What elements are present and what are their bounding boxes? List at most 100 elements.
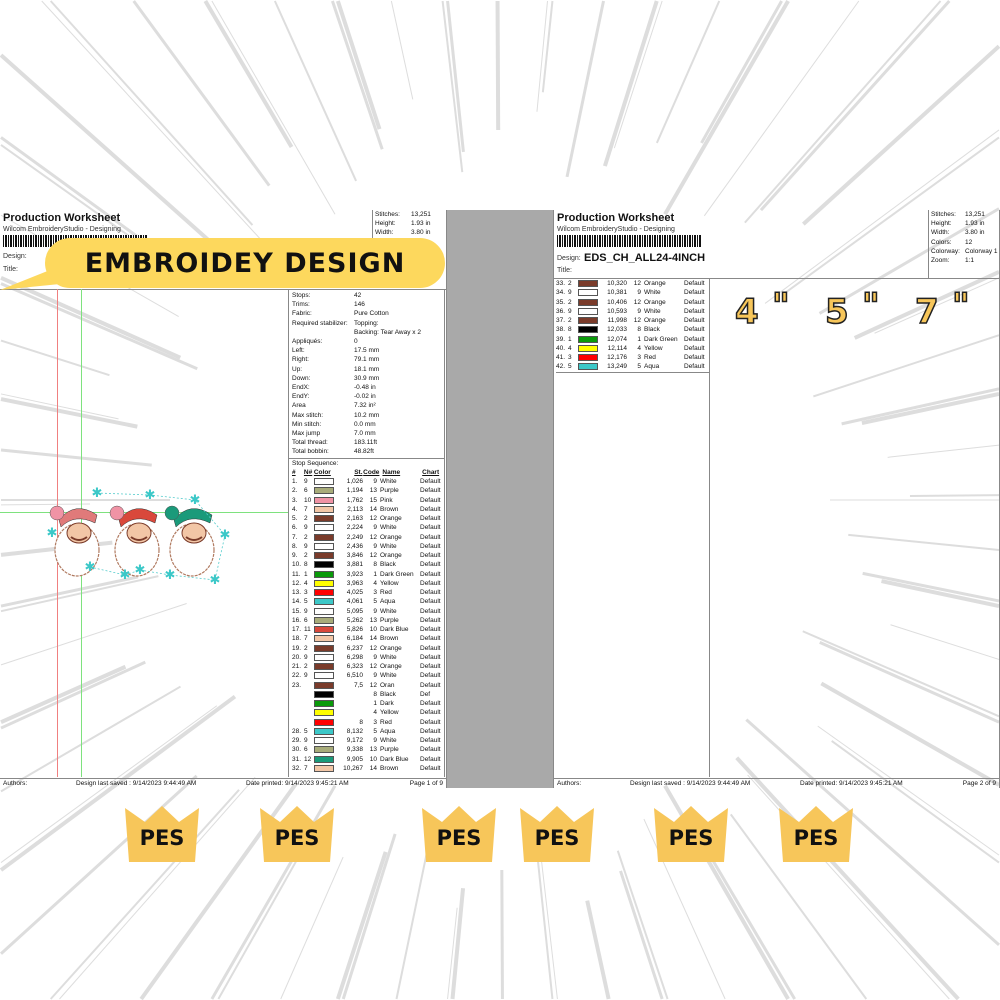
stitch-count: 1,194 (346, 487, 363, 495)
color-name: Red (380, 718, 392, 726)
stat-label: Stitches: (375, 211, 400, 218)
needle-number: 6 (304, 487, 308, 495)
page-number: Page 2 of 9 (962, 780, 996, 787)
stitch-count: 12,033 (607, 326, 627, 334)
pes-format-badge: PES (777, 806, 855, 864)
stop-number: 19. (292, 644, 302, 652)
pes-format-badge: PES (518, 806, 596, 864)
color-code: 1 (373, 700, 377, 708)
needle-number: 2 (304, 663, 308, 671)
stop-number: 18. (292, 635, 302, 643)
stitch-count: 9,338 (346, 746, 363, 754)
stitch-count: 9,905 (346, 755, 363, 763)
stitch-count: 10,406 (607, 298, 627, 306)
chart: Default (420, 644, 441, 652)
stitch-count: 12,114 (607, 344, 627, 352)
title-label: Title: (557, 267, 572, 274)
authors-label: Authors: (3, 780, 28, 787)
needle-number: 4 (568, 344, 572, 352)
color-name: Dark (380, 700, 394, 708)
stat-row: Width:3.80 in (931, 228, 1000, 237)
color-name: Purple (380, 616, 399, 624)
chart: Default (420, 542, 441, 550)
chart: Default (420, 626, 441, 634)
stat-value: -0.02 in (354, 393, 376, 401)
color-name: Red (380, 589, 392, 597)
stitch-count: 2,113 (347, 505, 363, 513)
size-5: 5 (824, 291, 849, 333)
stitch-count: 6,298 (346, 653, 363, 661)
stitch-count: 10,381 (607, 289, 627, 297)
stop-sequence-label: Stop Sequence: (289, 457, 444, 468)
embroidery-design-preview: ✱✱✱✱✱✱✱✱✱✱ (47, 485, 231, 585)
chart: Default (420, 764, 441, 772)
snowflake-icon: ✱ (120, 567, 131, 582)
stop-number (292, 690, 304, 699)
stat-label: Height: (375, 220, 396, 228)
color-swatch (314, 653, 334, 661)
stitch-count: 8 (359, 718, 363, 726)
stat-row: Height:1.93 in (931, 219, 1000, 228)
stop-number: 8. (292, 542, 298, 550)
color-code: 12 (633, 280, 641, 287)
chart: Default (684, 326, 705, 334)
color-name: Orange (380, 552, 402, 560)
stat-value: -0.48 in (354, 384, 376, 392)
stitch-count: 6,184 (346, 635, 363, 643)
worksheet-page-2: Production Worksheet Wilcom EmbroiderySt… (553, 210, 1000, 788)
stat-value: 13,251 (411, 211, 431, 218)
stat-label: Up: (292, 365, 303, 373)
color-name: Orange (644, 280, 666, 287)
color-name: White (380, 542, 397, 550)
stitch-count: 10,593 (607, 307, 627, 315)
stitch-count: 10,267 (343, 764, 363, 772)
stat-label: Total bobbin: (292, 448, 329, 456)
color-code: 9 (373, 542, 377, 550)
needle-number: 7 (304, 505, 308, 513)
color-swatch (314, 598, 334, 606)
color-name: Brown (380, 505, 399, 513)
color-code: 12 (369, 663, 377, 671)
color-name: Dark Blue (380, 626, 409, 634)
chart: Default (684, 307, 705, 315)
column-header: Name (382, 468, 401, 476)
crown-icon (125, 806, 199, 862)
inch-mark: " (951, 285, 970, 327)
chart: Default (684, 354, 705, 361)
color-swatch (314, 737, 334, 745)
date-printed: Date printed: 9/14/2023 9:45:21 AM (246, 780, 349, 787)
needle-number (304, 699, 314, 708)
needle-number: 5 (304, 727, 308, 735)
stitch-count: 3,881 (346, 561, 363, 569)
barcode (557, 235, 702, 247)
stitch-count: 7,5 (353, 681, 363, 689)
design-label: Design: (3, 253, 27, 260)
chart: Default (420, 718, 441, 726)
needle-number: 1 (304, 570, 308, 578)
color-name: Dark Green (380, 570, 414, 578)
stop-number: 41. (556, 354, 566, 361)
stat-label: Height: (931, 220, 952, 228)
color-name: Orange (380, 644, 402, 652)
chart: Default (420, 524, 441, 532)
stop-number: 10. (292, 561, 302, 569)
color-code: 9 (637, 307, 641, 315)
stat-value: 7.32 in² (354, 402, 376, 410)
stop-number (292, 718, 304, 727)
color-swatch (314, 542, 334, 550)
color-code: 4 (373, 579, 377, 587)
pes-label: PES (274, 826, 320, 850)
stat-row: Fabric:Pure Cotton (292, 309, 444, 318)
inch-mark: " (861, 285, 880, 327)
stat-label: Stitches: (931, 211, 956, 218)
stop-number: 2. (292, 487, 298, 495)
needle-number: 8 (304, 561, 308, 569)
